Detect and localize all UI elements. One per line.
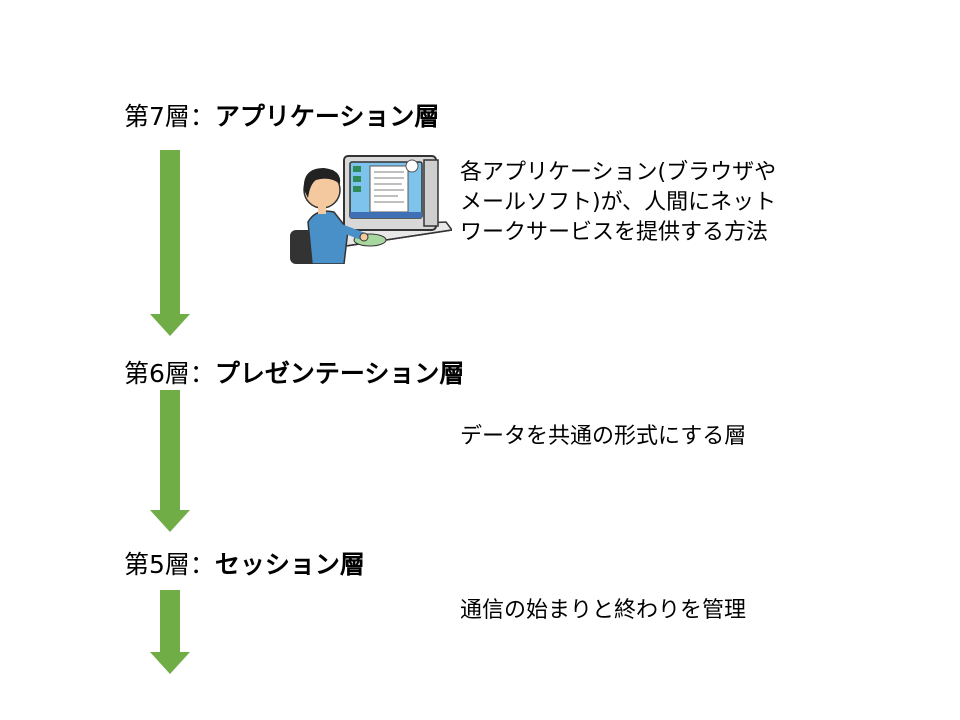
arrow-head (150, 314, 190, 336)
layer-5-name: セッション層 (214, 550, 365, 579)
arrow-6-to-5 (150, 390, 190, 532)
layer-6-description: データを共通の形式にする層 (460, 424, 747, 449)
person-at-computer-icon (290, 155, 452, 264)
layer-6-name: プレゼンテーション層 (214, 359, 465, 388)
arrow-shaft (160, 590, 180, 654)
arrow-shaft (160, 150, 180, 316)
layer-5-title: 第5層：セッション層 (124, 548, 365, 582)
arrow-5-down (150, 590, 190, 674)
arrow-7-to-6 (150, 150, 190, 336)
arrow-head (150, 652, 190, 674)
layer-7-title: 第7層：アプリケーション層 (124, 100, 439, 134)
layer-5-prefix: 第5層： (124, 550, 215, 579)
layer-5-description: 通信の始まりと終わりを管理 (460, 598, 747, 623)
layer-7-name: アプリケーション層 (214, 102, 440, 131)
layer-7-description: 各アプリケーション(ブラウザや メールソフト)が、人間にネット ワークサービスを… (460, 160, 777, 245)
arrow-head (150, 510, 190, 532)
arrow-shaft (160, 390, 180, 512)
layer-7-prefix: 第7層： (124, 102, 215, 131)
layer-6-prefix: 第6層： (124, 359, 215, 388)
layer-6-title: 第6層：プレゼンテーション層 (124, 357, 464, 391)
